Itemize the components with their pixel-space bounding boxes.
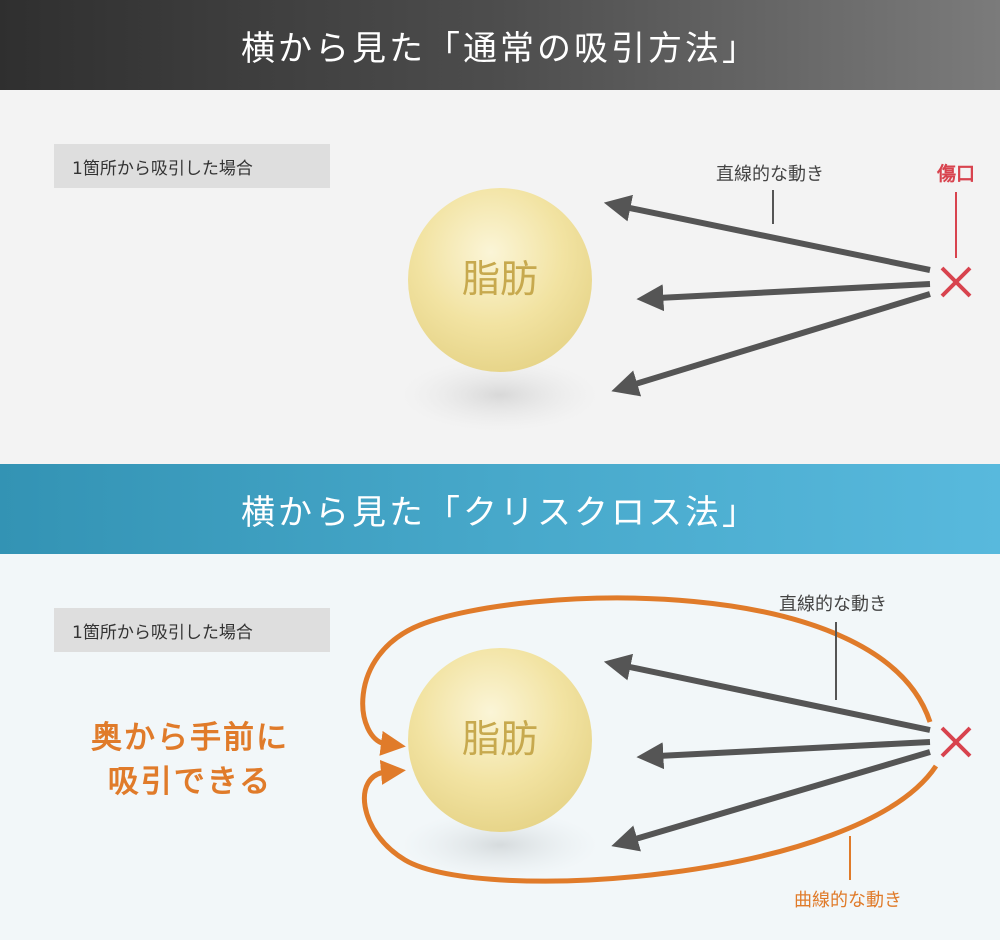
case-label-crisscross: 1箇所から吸引した場合 bbox=[54, 608, 330, 652]
straight-arrow-middle bbox=[636, 281, 931, 312]
x-mark-icon bbox=[940, 726, 972, 758]
curved-motion-label: 曲線的な動き bbox=[794, 890, 902, 911]
straight-arrow-upper bbox=[603, 194, 931, 273]
straight-arrow-middle bbox=[636, 739, 931, 770]
x-mark-icon bbox=[940, 266, 972, 298]
fat-ball bbox=[408, 648, 592, 832]
straight-motion-label: 直線的な動き bbox=[779, 594, 887, 615]
case-label-normal: 1箇所から吸引した場合 bbox=[54, 144, 330, 188]
section-title-normal: 横から見た「通常の吸引方法」 bbox=[0, 0, 1000, 90]
straight-arrow-upper bbox=[603, 653, 931, 733]
fat-shadow bbox=[402, 359, 598, 431]
curved-arrow-lower bbox=[362, 759, 939, 884]
fat-label: 脂肪 bbox=[462, 257, 538, 301]
fat-shadow bbox=[402, 811, 598, 879]
straight-motion-label: 直線的な動き bbox=[716, 164, 824, 185]
straight-arrow-lower bbox=[611, 291, 931, 397]
description-line-2: 吸引できる bbox=[107, 764, 273, 800]
section-title-crisscross: 横から見た「クリスクロス法」 bbox=[0, 464, 1000, 554]
description-line-1: 奥から手前に bbox=[91, 720, 289, 756]
wound-label: 傷口 bbox=[936, 162, 975, 185]
straight-arrow-lower bbox=[611, 749, 931, 852]
fat-ball bbox=[408, 188, 592, 372]
curved-arrow-upper bbox=[360, 595, 933, 756]
fat-label: 脂肪 bbox=[462, 717, 538, 761]
